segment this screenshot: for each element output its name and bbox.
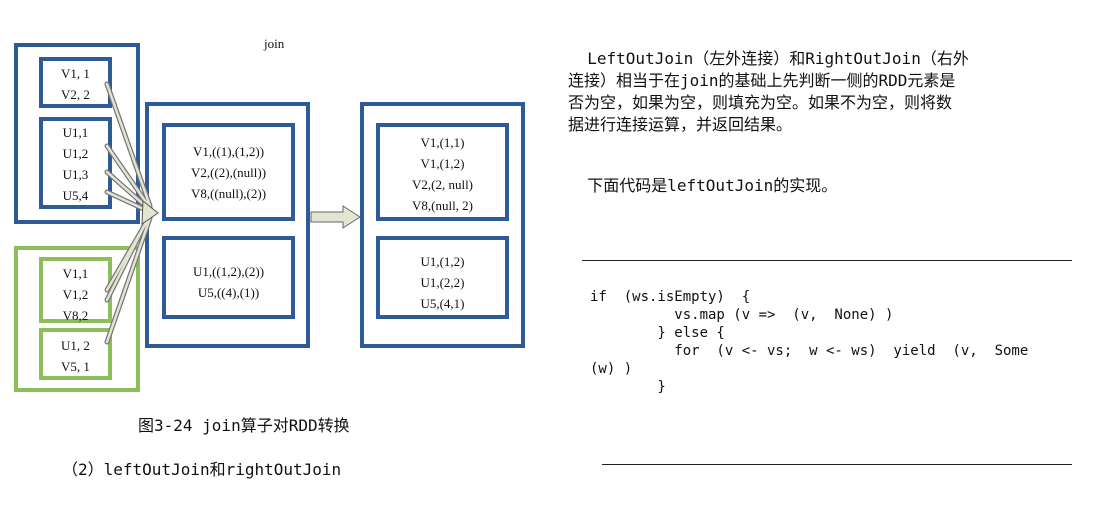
code-line: } else {	[590, 325, 725, 341]
record: V2, 2	[61, 87, 90, 102]
source-partition-4: U1, 2 V5, 1	[39, 328, 112, 380]
record: U1,2	[62, 146, 89, 161]
figure-title: join	[264, 36, 285, 51]
arrow-right	[310, 205, 361, 229]
code-line: vs.map (v => (v, None) )	[590, 307, 894, 323]
record: V1,(1,1)	[420, 135, 465, 150]
record: U1,(1,2)	[420, 254, 465, 269]
figure-caption: 图3-24 join算子对RDD转换	[138, 416, 350, 435]
code-top-rule	[582, 260, 1072, 261]
record: V8,((null),(2))	[190, 186, 267, 201]
code-line: }	[590, 379, 666, 395]
result-partition-1: V1,(1,1) V1,(1,2) V2,(2, null) V8,(null,…	[376, 123, 509, 221]
text-line: 否为空，如果为空，则填充为空。如果不为空，则将数	[568, 93, 953, 112]
code-bottom-rule	[602, 464, 1072, 465]
joined-partition-2: U1,((1,2),(2)) U5,((4),(1))	[162, 236, 295, 319]
code-line: (w) )	[590, 361, 633, 377]
record: U1,1	[62, 125, 89, 140]
record: V1,((1),(1,2))	[192, 144, 265, 159]
record: V8,2	[62, 308, 89, 323]
record: U1,(2,2)	[420, 275, 465, 290]
transform-arrows	[104, 81, 361, 345]
code-line: if (ws.isEmpty) {	[590, 289, 751, 305]
record: V5, 1	[61, 359, 90, 374]
text-line: LeftOutJoin（左外连接）和RightOutJoin（右外	[568, 49, 969, 68]
record: V8,(null, 2)	[411, 198, 474, 213]
record: V1,1	[62, 266, 89, 281]
joined-partition-1: V1,((1),(1,2)) V2,((2),(null)) V8,((null…	[162, 123, 295, 221]
record: V2,((2),(null))	[190, 165, 267, 180]
source-partition-1: V1, 1 V2, 2	[39, 57, 112, 108]
code-block: if (ws.isEmpty) { vs.map (v => (v, None)…	[590, 288, 1028, 396]
record: V1, 1	[61, 66, 90, 81]
record: U5,((4),(1))	[197, 285, 260, 300]
record: V1,(1,2)	[420, 156, 465, 171]
record: U1,((1,2),(2))	[192, 264, 265, 279]
code-line: for (v <- vs; w <- ws) yield (v, Some	[590, 343, 1029, 359]
record: U1, 2	[61, 338, 90, 353]
record: U5,4	[62, 188, 89, 203]
paragraph-1: LeftOutJoin（左外连接）和RightOutJoin（右外 连接）相当于…	[568, 48, 1088, 136]
record: U5,(4,1)	[420, 296, 465, 311]
text-line: 连接）相当于在join的基础上先判断一侧的RDD元素是	[568, 71, 956, 90]
paragraph-2: 下面代码是leftOutJoin的实现。	[568, 176, 838, 195]
record: V1,2	[62, 287, 89, 302]
record: V2,(2, null)	[411, 177, 474, 192]
source-partition-2: U1,1 U1,2 U1,3 U5,4	[39, 117, 112, 209]
record: U1,3	[62, 167, 89, 182]
text-line: 据进行连接运算，并返回结果。	[568, 115, 793, 134]
arrowhead	[141, 199, 159, 225]
result-partition-2: U1,(1,2) U1,(2,2) U5,(4,1)	[376, 236, 509, 319]
section-heading: （2）leftOutJoin和rightOutJoin	[62, 460, 342, 479]
